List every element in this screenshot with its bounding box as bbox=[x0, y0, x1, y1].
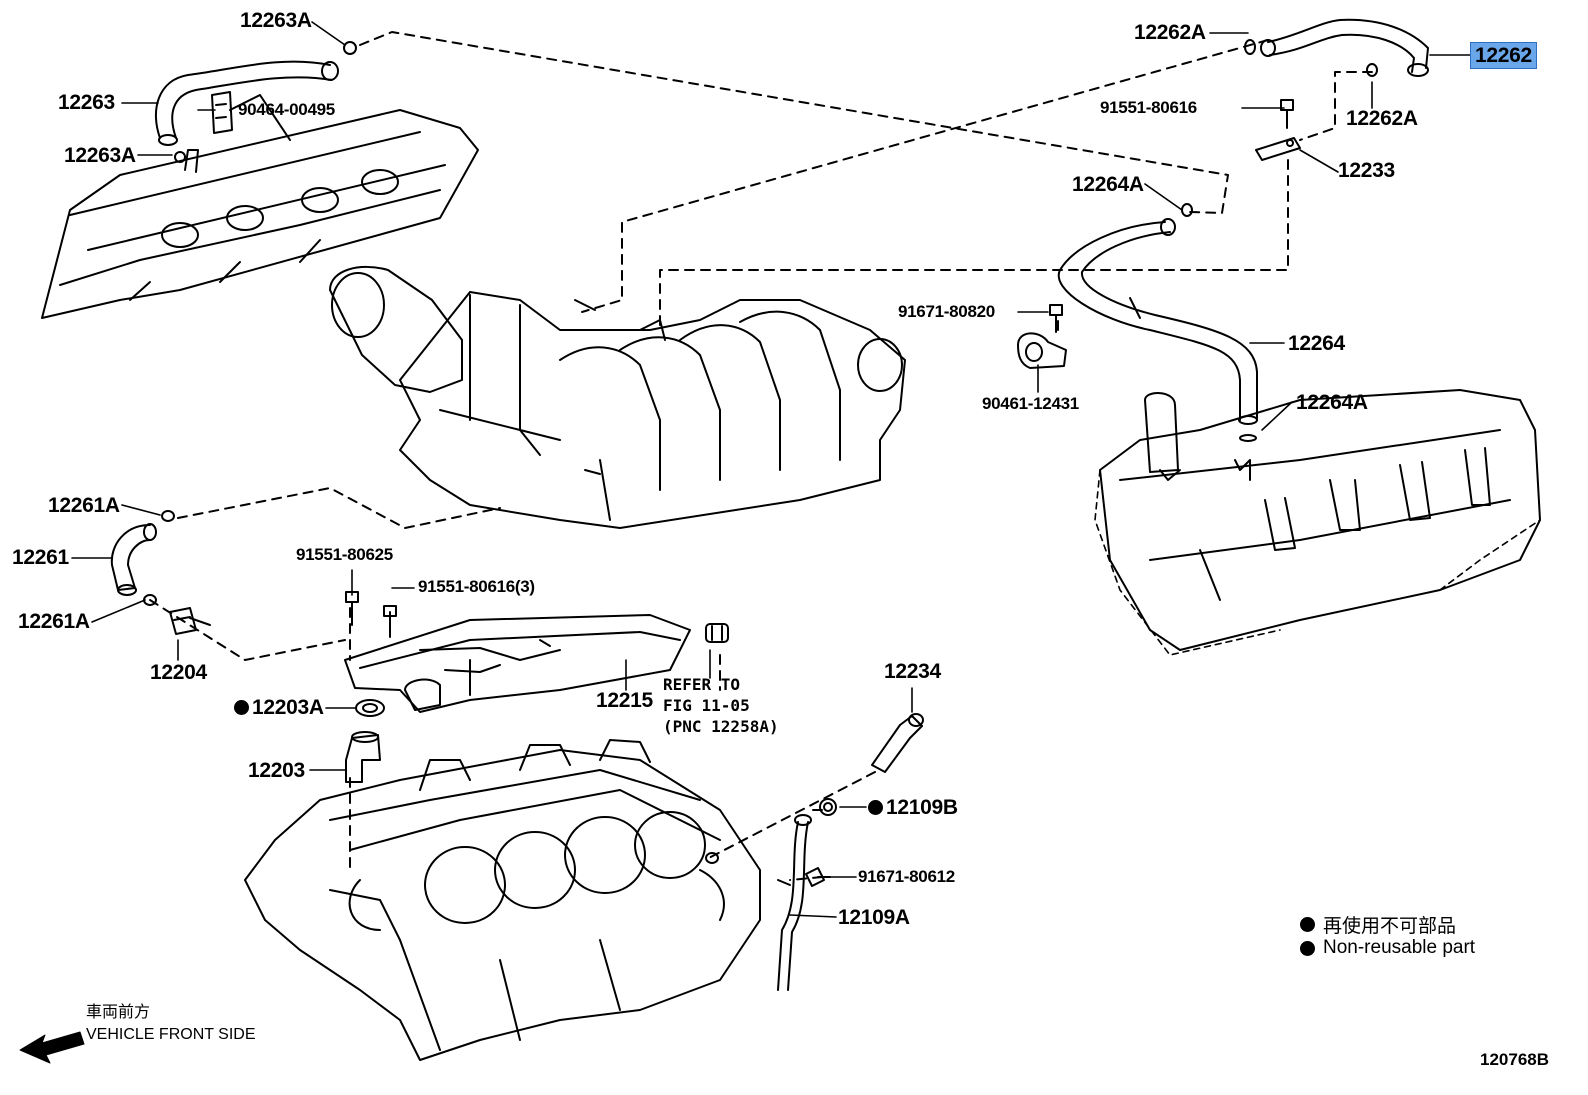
vehicle-front-note: 車両前方 VEHICLE FRONT SIDE bbox=[86, 1002, 256, 1046]
legend-text-en: Non-reusable part bbox=[1323, 937, 1476, 958]
part-label-12264[interactable]: 12264 bbox=[1288, 332, 1345, 355]
part-label-12262-highlighted[interactable]: 12262 bbox=[1470, 42, 1537, 69]
part-label-91671-80612[interactable]: 91671-80612 bbox=[858, 867, 955, 886]
refer-text-line1: REFER TO bbox=[663, 675, 741, 694]
part-label-12261[interactable]: 12261 bbox=[12, 546, 69, 569]
legend: 再使用不可部品 Non-reusable part bbox=[1300, 912, 1475, 960]
part-label-91551-80616[interactable]: 91551-80616 bbox=[1100, 98, 1197, 117]
part-label-12109A[interactable]: 12109A bbox=[838, 906, 910, 929]
intake-manifold bbox=[329, 265, 906, 529]
legend-row-jp: 再使用不可部品 bbox=[1300, 912, 1475, 937]
separator-12215 bbox=[344, 614, 691, 713]
part-label-91551-80625[interactable]: 91551-80625 bbox=[296, 545, 393, 564]
part-label-90461-12431[interactable]: 90461-12431 bbox=[982, 394, 1079, 413]
bolt-91551-80616-3 bbox=[383, 605, 397, 633]
bolt-91551-top bbox=[1280, 99, 1294, 129]
leader-lines bbox=[71, 21, 1471, 918]
part-label-12203A-nonreusable[interactable]: 12203A bbox=[234, 697, 324, 718]
part-label-12204[interactable]: 12204 bbox=[150, 661, 207, 684]
figure-number: 120768B bbox=[1480, 1050, 1550, 1069]
part-label-12109B-nonreusable[interactable]: 12109B bbox=[868, 797, 958, 818]
legend-text-jp: 再使用不可部品 bbox=[1323, 915, 1457, 937]
part-label-12215[interactable]: 12215 bbox=[596, 689, 653, 712]
part-label-90464-00495[interactable]: 90464-00495 bbox=[238, 100, 335, 119]
hose-12264 bbox=[1057, 203, 1258, 442]
head-cover-left bbox=[41, 94, 479, 319]
bracket-90464 bbox=[211, 91, 233, 134]
fitting-12258A bbox=[705, 623, 729, 643]
engine-block bbox=[244, 739, 761, 1061]
part-label-12234[interactable]: 12234 bbox=[884, 660, 941, 683]
head-cover-right-dashed-edge bbox=[1094, 469, 1541, 656]
non-reusable-bullet-icon bbox=[1300, 940, 1315, 956]
pipe-12203 bbox=[345, 731, 381, 783]
hose-12261 bbox=[110, 510, 175, 606]
vehicle-front-en: VEHICLE FRONT SIDE bbox=[86, 1026, 256, 1043]
part-label-91551-80616-3[interactable]: 91551-80616(3) bbox=[418, 577, 535, 596]
hose-12262 bbox=[1244, 18, 1429, 77]
part-label-12261A-top[interactable]: 12261A bbox=[48, 494, 120, 517]
part-label-12264A-bottom[interactable]: 12264A bbox=[1296, 391, 1368, 414]
head-cover-right bbox=[1099, 389, 1541, 651]
clamp-90461 bbox=[1017, 332, 1067, 369]
gasket-12203A bbox=[355, 699, 385, 717]
refer-text-line2: FIG 11-05 bbox=[663, 696, 750, 715]
dashed-connection-lines bbox=[149, 31, 1373, 881]
union-12233 bbox=[1255, 137, 1301, 161]
bolt-91671-80820 bbox=[1049, 304, 1063, 333]
part-label-12263[interactable]: 12263 bbox=[58, 91, 115, 114]
legend-row-en: Non-reusable part bbox=[1300, 936, 1475, 960]
bolt-91551-80625 bbox=[345, 591, 359, 626]
part-label-12264A-top[interactable]: 12264A bbox=[1072, 173, 1144, 196]
part-label-12263A-top[interactable]: 12263A bbox=[240, 9, 312, 32]
part-label-12262A-left[interactable]: 12262A bbox=[1134, 21, 1206, 44]
part-label-12263A-bottom[interactable]: 12263A bbox=[64, 144, 136, 167]
front-arrow-icon bbox=[19, 1031, 85, 1064]
part-label-12233[interactable]: 12233 bbox=[1338, 159, 1395, 182]
part-label-91671-80820[interactable]: 91671-80820 bbox=[898, 302, 995, 321]
bolt-91671-80612 bbox=[805, 867, 831, 887]
gauge-guide-12234 bbox=[871, 713, 924, 773]
part-label-12261A-bottom[interactable]: 12261A bbox=[18, 610, 90, 633]
non-reusable-bullet-icon bbox=[1300, 916, 1315, 932]
tube-12109A bbox=[777, 814, 812, 991]
part-label-12262A-right[interactable]: 12262A bbox=[1346, 107, 1418, 130]
seal-12109B bbox=[819, 798, 837, 816]
refer-text-line3: (PNC 12258A) bbox=[663, 717, 779, 736]
vehicle-front-jp: 車両前方 bbox=[86, 1004, 151, 1021]
part-label-12203[interactable]: 12203 bbox=[248, 759, 305, 782]
pcv-valve-12204 bbox=[169, 607, 211, 635]
